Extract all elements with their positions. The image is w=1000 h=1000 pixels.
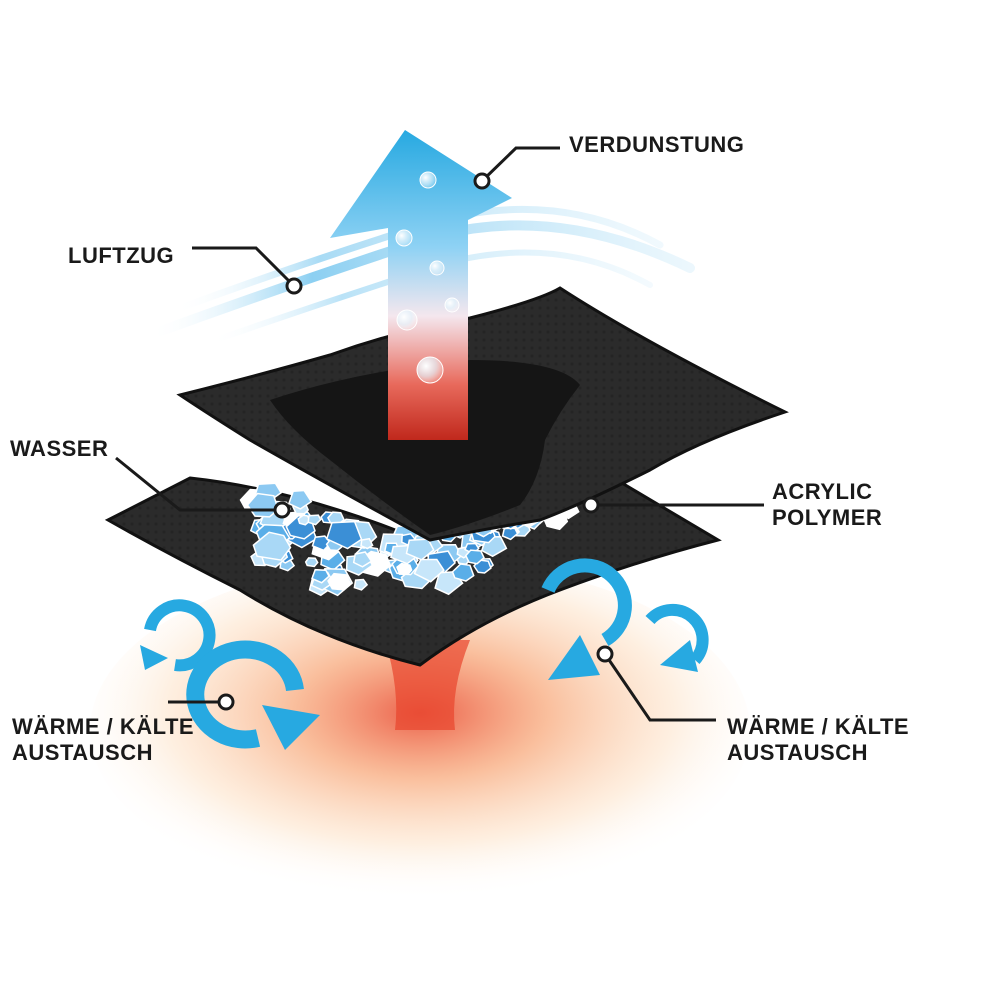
evaporation-arrow-icon: [330, 130, 512, 440]
water-droplet-icon: [395, 171, 460, 384]
leader-lines: [115, 146, 764, 722]
water-crystal-icon: [360, 537, 374, 550]
acrylic-polymer-line2: POLYMER: [772, 505, 883, 530]
luftzug-text: LUFTZUG: [68, 243, 175, 268]
water-crystal-icon: [307, 514, 322, 526]
water-crystal-icon: [353, 578, 369, 591]
water-crystal-icon: [297, 514, 312, 526]
left-exchange-line2: AUSTAUSCH: [12, 740, 153, 765]
water-crystal-icon: [252, 531, 292, 561]
top-fabric-layer: [176, 286, 789, 542]
water-crystal-icon: [396, 562, 413, 576]
left-exchange-label: WÄRME / KÄLTE AUSTAUSCH: [12, 714, 194, 766]
verdunstung-label: VERDUNSTUNG: [569, 132, 744, 158]
right-exchange-line2: AUSTAUSCH: [727, 740, 868, 765]
water-crystal-icon: [501, 527, 519, 541]
water-crystal-icon: [325, 520, 363, 550]
right-exchange-label: WÄRME / KÄLTE AUSTAUSCH: [727, 714, 909, 766]
water-crystal-icon: [311, 568, 330, 584]
acrylic-polymer-label: ACRYLIC POLYMER: [772, 479, 882, 531]
verdunstung-text: VERDUNSTUNG: [569, 132, 745, 157]
circulation-arrow-icon: [140, 558, 709, 750]
water-crystal-icon: [327, 572, 352, 591]
water-crystal-icon: [451, 563, 475, 582]
water-crystal-icon: [311, 535, 332, 552]
water-crystal-icon: [287, 489, 313, 510]
left-exchange-line1: WÄRME / KÄLTE: [12, 714, 195, 739]
wasser-text: WASSER: [10, 436, 109, 461]
luftzug-label: LUFTZUG: [68, 243, 174, 269]
right-exchange-line1: WÄRME / KÄLTE: [727, 714, 910, 739]
acrylic-polymer-line1: ACRYLIC: [772, 479, 873, 504]
wasser-label: WASSER: [10, 436, 108, 462]
water-crystal-icon: [304, 557, 319, 568]
water-crystal-icon: [413, 558, 445, 583]
water-crystal-icon: [352, 551, 373, 568]
water-crystal-icon: [464, 549, 485, 565]
